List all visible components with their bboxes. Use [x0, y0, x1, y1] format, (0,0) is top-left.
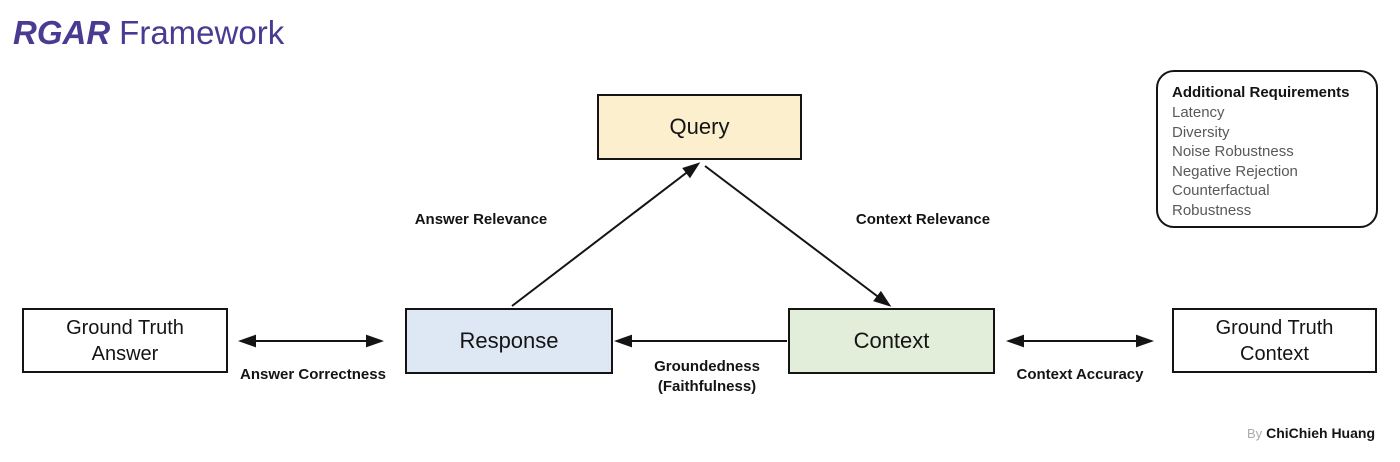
edge-label-answer-correctness: Answer Correctness	[240, 366, 386, 383]
node-context: Context	[788, 308, 995, 374]
additional-requirements-panel: Additional Requirements Latency Diversit…	[1156, 70, 1378, 228]
additional-requirements-title: Additional Requirements	[1172, 84, 1350, 101]
node-response-label: Response	[459, 328, 559, 353]
node-ground-truth-answer-label: Ground Truth Answer	[66, 316, 184, 365]
arrow-gta-response	[238, 334, 384, 348]
arrow-response-to-query	[511, 162, 701, 307]
credit-prefix: By	[1246, 426, 1263, 441]
node-query-label: Query	[669, 114, 730, 139]
edge-label-answer-relevance: Answer Relevance	[414, 211, 548, 228]
node-response: Response	[405, 308, 613, 374]
arrow-context-to-response	[614, 334, 787, 348]
title-brand: RGAR	[13, 14, 111, 51]
node-ground-truth-context-label: Ground Truth Context	[1215, 316, 1334, 365]
credit-author: ChiChieh Huang	[1266, 425, 1375, 441]
edge-label-groundedness: Groundedness (Faithfulness)	[654, 358, 760, 395]
arrow-query-to-context	[704, 165, 892, 307]
node-ground-truth-context: Ground Truth Context	[1172, 308, 1377, 373]
node-query: Query	[597, 94, 802, 160]
requirement-item: Latency	[1172, 104, 1225, 121]
title-rest: Framework	[119, 14, 285, 51]
node-context-label: Context	[853, 328, 930, 353]
requirement-item: Noise Robustness	[1172, 143, 1294, 160]
requirement-item: Negative Rejection	[1172, 162, 1298, 180]
edge-label-context-accuracy: Context Accuracy	[1016, 366, 1144, 383]
edge-label-context-relevance: Context Relevance	[855, 211, 991, 228]
requirement-item: Diversity	[1172, 123, 1230, 141]
arrow-context-gtc	[1006, 334, 1154, 348]
requirement-item: Counterfactual Robustness	[1172, 182, 1270, 219]
node-ground-truth-answer: Ground Truth Answer	[22, 308, 228, 373]
